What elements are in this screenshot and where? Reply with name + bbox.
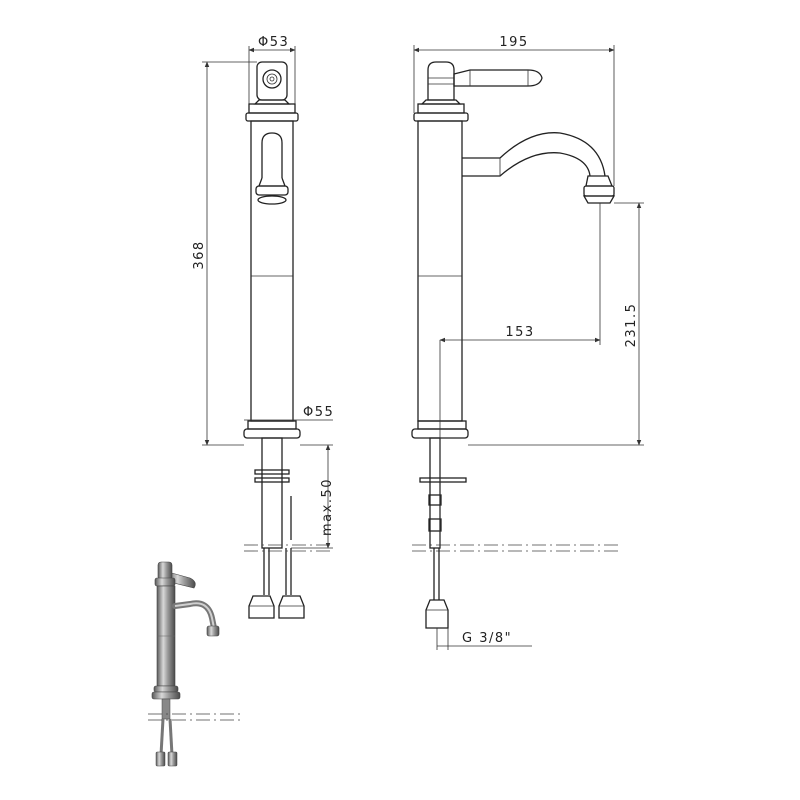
front-view [243, 61, 305, 619]
render-hose-left [159, 718, 165, 756]
side-hose-nut [425, 599, 449, 629]
dim-base-diameter: Φ55 [303, 405, 334, 420]
side-spout-top [462, 132, 606, 177]
dim-height: 368 [192, 240, 207, 269]
dim-reach: 153 [505, 325, 534, 340]
dim-max-thickness: max.50 [320, 478, 335, 536]
front-shank [261, 437, 283, 549]
dim-top-diameter: Φ53 [258, 35, 289, 50]
front-hose-nut-right [278, 595, 305, 619]
side-dimensions: 195 153 231.5 G 3/8" [413, 35, 644, 650]
side-view [411, 61, 616, 629]
render-spout [172, 600, 217, 631]
side-aerator [582, 195, 616, 204]
front-hose-nut-left [248, 595, 275, 619]
front-base [243, 428, 301, 439]
render-lever [167, 571, 196, 589]
dim-width: 195 [499, 35, 528, 50]
front-spout [261, 132, 283, 178]
product-render [151, 561, 220, 767]
dim-connection: G 3/8" [462, 631, 512, 646]
dim-spout-height: 231.5 [624, 303, 639, 348]
side-handle-cap [427, 61, 455, 101]
side-spout-bottom [462, 152, 591, 177]
front-body [250, 120, 294, 422]
side-lever [453, 69, 543, 87]
render-hose-right [168, 718, 174, 756]
front-dimensions: Φ53 368 Φ55 max.50 [192, 35, 335, 549]
front-handle-knob [262, 69, 282, 89]
